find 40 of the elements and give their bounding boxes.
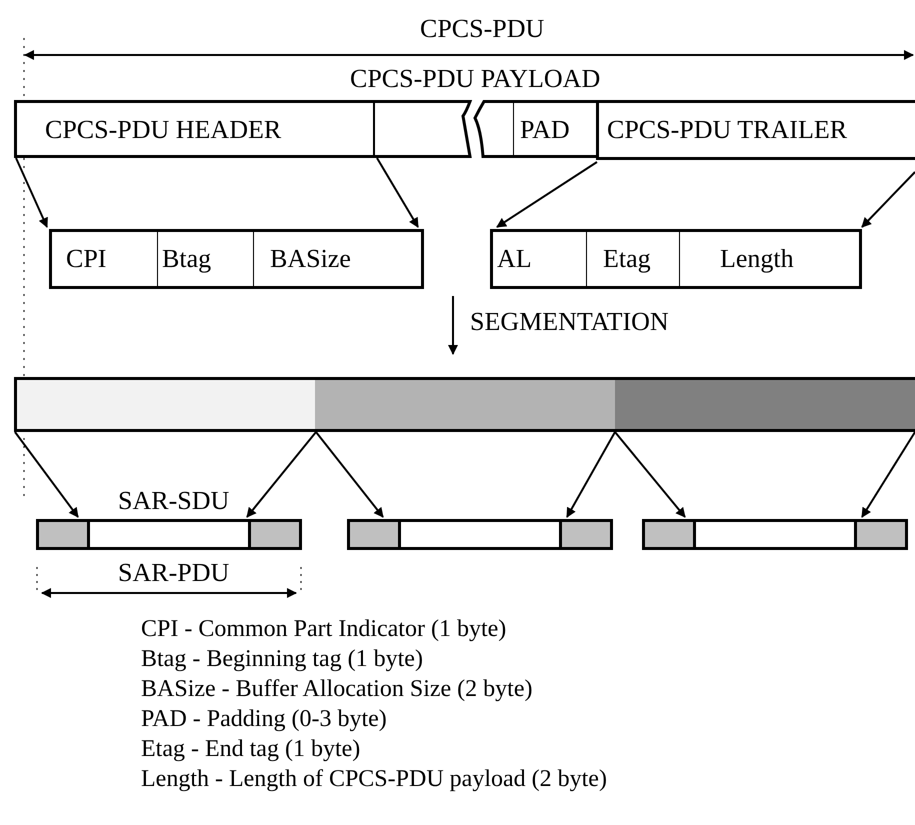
- field-name: AL: [497, 244, 532, 274]
- definition-note: CPI - Common Part Indicator (1 byte): [141, 615, 506, 644]
- definition-note: PAD - Padding (0-3 byte): [141, 705, 387, 734]
- trailer-fields-box: [490, 229, 862, 289]
- definition-note: Btag - Beginning tag (1 byte): [141, 645, 423, 674]
- field-name: CPCS-PDU HEADER: [45, 115, 282, 145]
- sar-pdu-bar: [642, 519, 908, 550]
- trailer-field-box: [596, 100, 915, 160]
- arrow: [614, 431, 686, 518]
- arrow: [496, 161, 598, 228]
- field-name: CPI: [66, 244, 106, 274]
- arrow: [861, 171, 915, 228]
- field-name: Btag: [162, 244, 212, 274]
- header-fields-box: [49, 229, 424, 289]
- sar-pdu-bar: [36, 519, 302, 550]
- field-name: Etag: [603, 244, 651, 274]
- definition-note: BASize - Buffer Allocation Size (2 byte): [141, 675, 532, 704]
- dimension-label: SAR-PDU: [118, 558, 230, 588]
- arrow: [566, 432, 616, 518]
- arrow: [315, 431, 384, 518]
- process-label: SEGMENTATION: [470, 307, 669, 337]
- field-name: CPCS-PDU TRAILER: [607, 115, 848, 145]
- arrow: [14, 431, 79, 518]
- arrow: [861, 431, 915, 518]
- arrow: [376, 157, 419, 228]
- field-label: CPCS-PDU PAYLOAD: [350, 64, 600, 94]
- field-label: SAR-SDU: [118, 486, 230, 516]
- dimension-label: CPCS-PDU: [420, 14, 544, 44]
- arrow: [15, 158, 48, 228]
- definition-note: Length - Length of CPCS-PDU payload (2 byte): [141, 765, 607, 794]
- sar-pdu-bar: [347, 519, 613, 550]
- segment-bar: [14, 377, 318, 432]
- payload-box: [375, 100, 515, 158]
- field-name: BASize: [270, 244, 351, 274]
- field-name: Length: [720, 244, 794, 274]
- segment-bar: [615, 377, 915, 432]
- arrow: [246, 431, 317, 518]
- definition-note: Etag - End tag (1 byte): [141, 735, 360, 764]
- field-name: PAD: [520, 115, 570, 145]
- segment-bar: [315, 377, 618, 432]
